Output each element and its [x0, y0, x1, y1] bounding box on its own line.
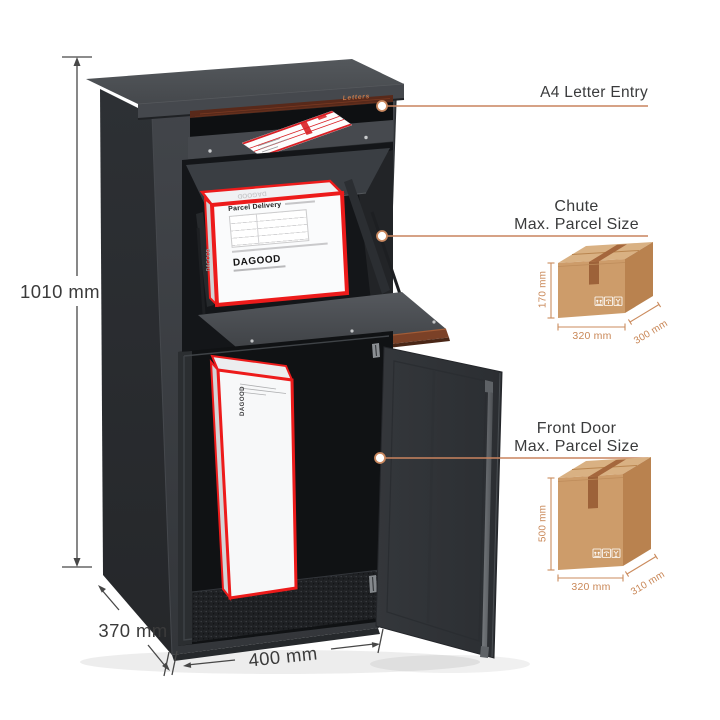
door-handle [480, 380, 493, 658]
front-door-label: Front Door Max. Parcel Size [505, 420, 648, 455]
callouts [374, 100, 648, 464]
letter-entry-label: A4 Letter Entry [540, 84, 648, 101]
chute-parcel-brand-side: DAGOOD [206, 248, 212, 272]
tape-icon [589, 244, 627, 262]
screw-icon [250, 339, 254, 343]
front-door-panel [375, 346, 503, 659]
chute-label-line2: Max. Parcel Size [514, 215, 639, 233]
lid-top-face [86, 59, 404, 104]
door-hinges [369, 343, 380, 593]
door-box-dim-lines [547, 477, 659, 582]
chute-label: Chute Max. Parcel Size [505, 198, 648, 233]
screw-icon [350, 329, 354, 333]
label-fineprint-bar [285, 200, 316, 206]
parcel-shipping-label: Parcel Delivery DAGOOD [228, 196, 345, 272]
shipping-marks-icons [594, 296, 623, 306]
height-dimension-label: 1010 mm [20, 281, 100, 302]
envelope [241, 110, 353, 158]
chute-parcel-size-icon [547, 242, 662, 331]
chute-box-height-label: 170 mm [537, 270, 549, 309]
dimension-width [163, 628, 384, 677]
door-box-width-label: 320 mm [571, 581, 611, 593]
parcel-label-form [228, 209, 310, 248]
callout-dot-icon [376, 230, 388, 242]
tape-icon [588, 459, 626, 477]
screw-icon [432, 320, 436, 324]
shipping-marks-icons [592, 548, 621, 558]
letter-slot-opening [190, 102, 393, 139]
door-parcel-brand-vertical: DAGOOD [240, 386, 246, 416]
door-parcel-front [216, 368, 298, 600]
chute-box-width-label: 320 mm [572, 330, 612, 342]
screw-icon [364, 135, 368, 140]
screw-icon [208, 149, 212, 153]
dimension-depth [98, 585, 170, 671]
door-box-height-label: 500 mm [537, 504, 549, 543]
chute-label-line1: Chute [554, 198, 599, 215]
callout-dot-icon [374, 452, 386, 464]
dimension-height [62, 56, 92, 568]
cabinet-base-edge [172, 628, 380, 661]
door-parcel-size-icon [547, 457, 659, 582]
front-door-label-line2: Max. Parcel Size [514, 437, 639, 455]
depth-dimension-label: 370 mm [98, 620, 168, 641]
front-door-label-line1: Front Door [536, 420, 617, 437]
callout-dot-icon [376, 100, 388, 112]
cabinet-left-face [100, 89, 172, 655]
chute-box-dim-lines [547, 262, 662, 331]
door-parcel [209, 354, 298, 602]
shelf-surface [198, 292, 446, 352]
chute-brace [344, 179, 390, 294]
